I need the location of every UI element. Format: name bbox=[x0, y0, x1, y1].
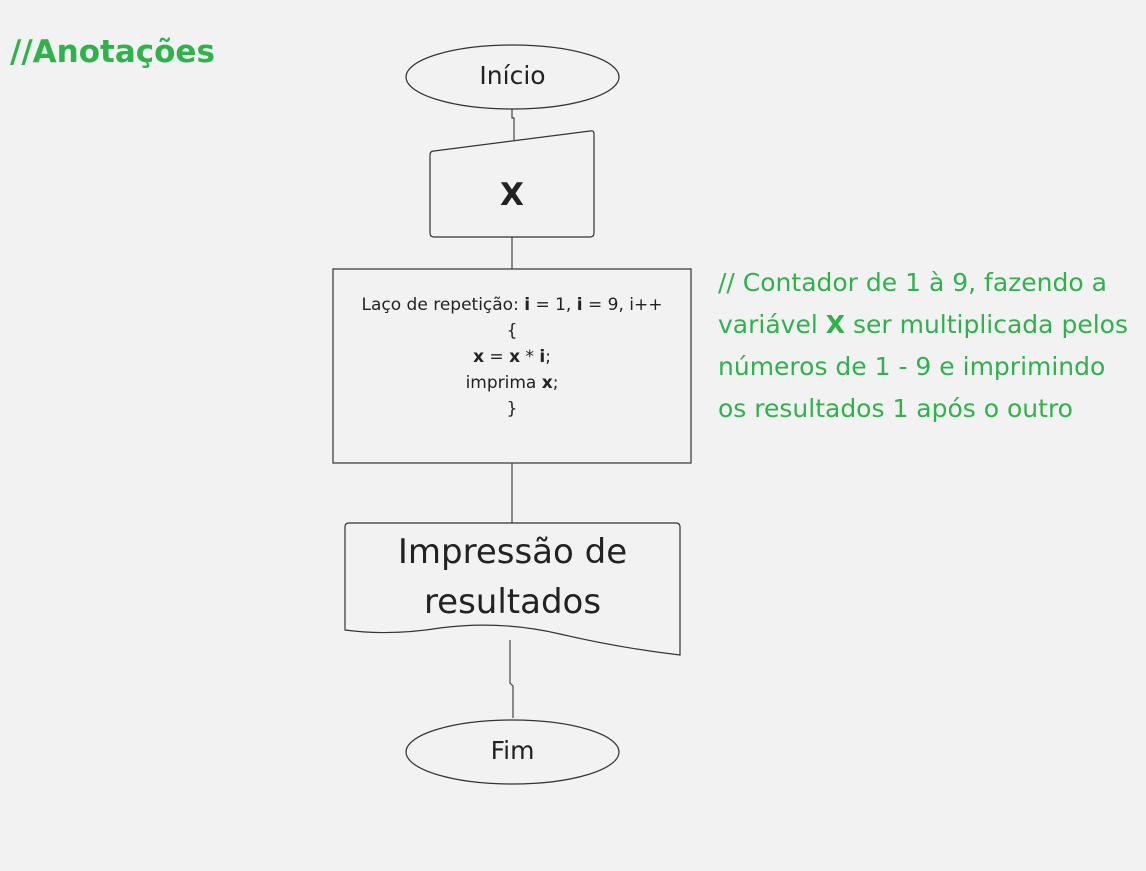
end-label: Fim bbox=[490, 736, 535, 765]
loop-open-brace: { bbox=[506, 321, 518, 341]
start-label: Início bbox=[479, 61, 546, 90]
start-terminal-shape bbox=[405, 44, 620, 110]
output-line-1: Impressão de bbox=[397, 532, 628, 572]
loop-print-line: imprima x; bbox=[465, 373, 559, 393]
connector-start-input bbox=[511, 109, 515, 140]
input-label: X bbox=[500, 177, 524, 213]
output-document-shape bbox=[344, 522, 681, 656]
loop-process-shape bbox=[332, 268, 692, 464]
input-shape bbox=[429, 130, 595, 238]
output-line-2: resultados bbox=[423, 582, 602, 622]
annotations-heading: //Anotações bbox=[10, 34, 215, 70]
output-document-label: Impressão de resultados bbox=[345, 527, 680, 627]
loop-process-text: Laço de repetição: i = 1, i = 9, i++ { x… bbox=[333, 292, 691, 422]
loop-annotation-note: // Contador de 1 à 9, fazendo a variável… bbox=[718, 268, 1128, 423]
loop-close-brace: } bbox=[506, 399, 518, 419]
connector-output-end bbox=[509, 640, 514, 718]
loop-header-line: Laço de repetição: i = 1, i = 9, i++ bbox=[361, 295, 663, 315]
end-terminal-shape bbox=[405, 719, 620, 785]
loop-assign-line: x = x * i; bbox=[473, 347, 551, 367]
